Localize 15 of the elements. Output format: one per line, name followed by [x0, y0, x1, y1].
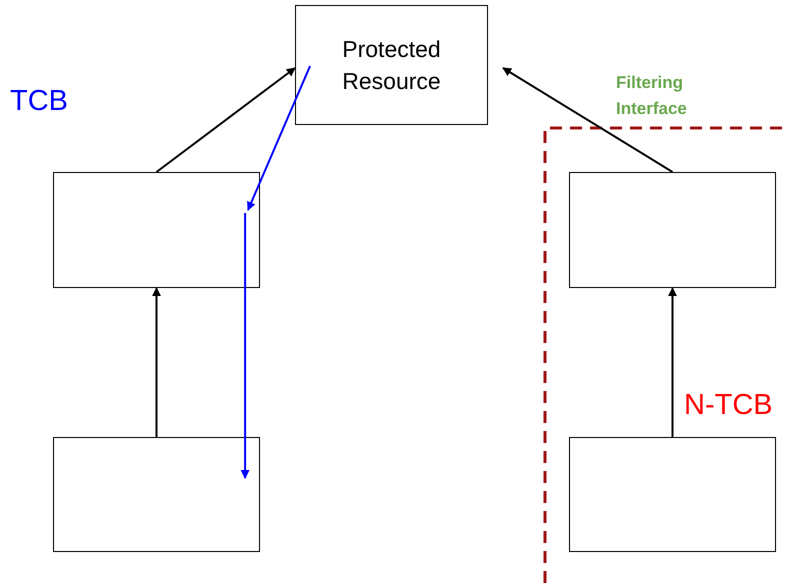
region-label: TCB [10, 84, 69, 119]
component-box [53, 437, 260, 552]
arrow [668, 287, 677, 437]
arrow [152, 287, 161, 437]
arrow [156, 67, 296, 173]
component-box [569, 172, 776, 288]
resource-box [295, 5, 488, 125]
region-label: N-TCB [684, 388, 774, 423]
interface-label: Filtering Interface [616, 72, 688, 120]
arrow [502, 67, 674, 173]
node-label: Protected Resource [341, 34, 442, 96]
component-box [569, 437, 776, 552]
arrow [247, 66, 311, 211]
component-box [53, 172, 260, 288]
arrow [240, 212, 250, 479]
